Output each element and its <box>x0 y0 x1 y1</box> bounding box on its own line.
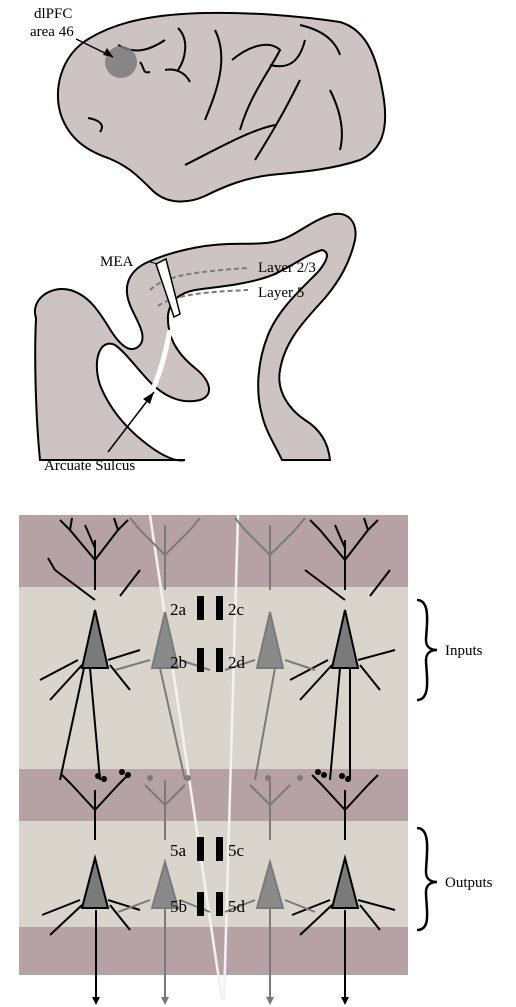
axon-arrowhead <box>92 997 100 1005</box>
axon-arrowhead <box>266 997 274 1005</box>
recording-site-marker <box>216 837 223 861</box>
site-label-5d: 5d <box>228 897 246 916</box>
site-label-2d: 2d <box>228 653 246 672</box>
lateral-brain-panel: dlPFC area 46 <box>30 6 385 202</box>
recording-site-marker <box>216 648 223 672</box>
area46-label-line2: area 46 <box>30 24 74 40</box>
layer5-label: Layer 5 <box>258 285 304 301</box>
recording-site-marker <box>216 596 223 620</box>
outputs-brace <box>417 828 437 930</box>
brain-outline <box>58 13 385 202</box>
area46-label-line1: dlPFC <box>34 6 72 22</box>
site-label-5a: 5a <box>170 841 187 860</box>
site-label-2c: 2c <box>228 600 245 619</box>
site-label-5b: 5b <box>170 897 187 916</box>
site-label-2b: 2b <box>170 653 187 672</box>
recording-site-marker <box>216 892 223 916</box>
recording-site-marker <box>197 892 204 916</box>
inputs-brace <box>417 600 437 700</box>
site-label-5c: 5c <box>228 841 245 860</box>
site-label-2a: 2a <box>170 600 187 619</box>
axon-arrowhead <box>161 997 169 1005</box>
area46-marker <box>105 46 137 78</box>
cortex-section <box>35 214 356 461</box>
sulcus-label: Arcuate Sulcus <box>44 458 135 474</box>
circuit-panel: 2a 2c 2b 2d 5a 5c 5b 5d Inputs Outputs <box>19 515 493 1005</box>
recording-site-marker <box>197 648 204 672</box>
band-layer1 <box>19 515 408 587</box>
section-panel: MEA Layer 2/3 Layer 5 Arcuate Sulcus <box>35 214 356 474</box>
layer23-label: Layer 2/3 <box>258 260 316 276</box>
recording-site-marker <box>197 596 204 620</box>
mea-label: MEA <box>100 254 134 270</box>
recording-site-marker <box>197 837 204 861</box>
axon-arrowhead <box>341 997 349 1005</box>
outputs-label: Outputs <box>445 875 493 891</box>
inputs-label: Inputs <box>445 643 483 659</box>
